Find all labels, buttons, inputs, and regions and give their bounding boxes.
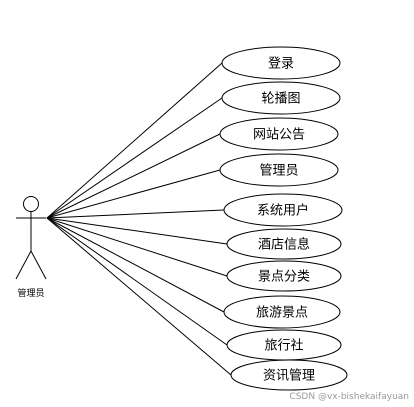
use-case-label: 登录	[268, 57, 294, 72]
use-case-label: 轮播图	[261, 92, 300, 107]
association-line	[46, 209, 225, 219]
use-case-label: 系统用户	[257, 203, 309, 219]
use-case-ellipse	[219, 153, 339, 187]
association-line	[46, 217, 232, 376]
use-case-label: 旅游景点	[256, 306, 308, 321]
association-line	[46, 169, 221, 219]
use-case-label: 网站公告	[253, 128, 305, 143]
use-case-ellipse	[219, 117, 339, 151]
use-case-ellipse	[226, 228, 342, 260]
association-line	[46, 133, 221, 219]
actor-admin: 管理员	[15, 196, 47, 299]
actor-head	[23, 196, 39, 212]
use-case-ellipse	[223, 295, 341, 329]
use-case-label: 旅行社	[264, 338, 303, 354]
use-case-label: 酒店信息	[258, 237, 310, 253]
use-case-ellipse	[221, 81, 341, 115]
association-line	[46, 217, 228, 277]
use-case-label: 景点分类	[258, 270, 310, 285]
association-line	[46, 62, 223, 219]
use-case-label: 管理员	[259, 164, 298, 179]
actor-right-leg	[30, 250, 47, 280]
association-line	[46, 217, 228, 346]
use-case-label: 资讯管理	[263, 369, 315, 384]
association-lines	[46, 62, 232, 376]
association-line	[46, 217, 228, 245]
watermark: CSDN @vx-bishekaifayuan	[289, 392, 409, 402]
use-case-ellipse	[230, 359, 348, 391]
actor-left-leg	[15, 250, 32, 280]
use-case-ellipse	[221, 46, 341, 80]
use-case-ellipse	[226, 260, 342, 292]
actor-label: 管理员	[17, 287, 44, 299]
association-line	[46, 97, 223, 219]
use-case-ellipse	[223, 193, 343, 227]
association-line	[46, 217, 225, 313]
